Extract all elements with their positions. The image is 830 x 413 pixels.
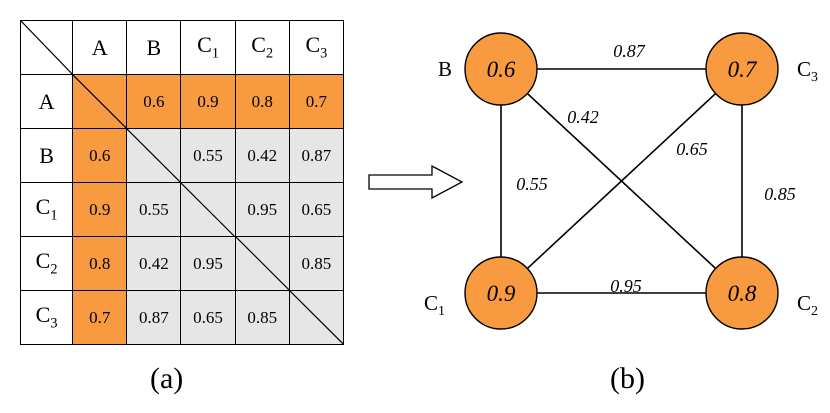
matrix-corner-cell [19,20,74,75]
matrix-cell: 0.6 [72,128,128,183]
matrix-cell: 0.55 [180,128,236,183]
column-header: C3 [288,20,345,75]
right-arrow-icon [368,165,464,199]
graph-node [705,32,779,106]
matrix-cell: 0.87 [288,128,345,183]
edge-weight-label: 0.85 [764,184,796,204]
matrix-cell: 0.85 [234,290,290,345]
matrix-cell: 0.55 [126,182,182,237]
node-value-label: 0.6 [487,57,516,82]
node-value-label: 0.8 [728,281,757,306]
graph-node [464,32,538,106]
diagonal-cell [288,290,345,345]
column-header: A [72,20,128,75]
matrix-cell: 0.7 [72,290,128,345]
caption-b: (b) [610,362,645,395]
matrix-cell: 0.9 [180,74,236,129]
row-header: B [19,128,74,183]
row-header: A [19,74,74,129]
matrix-cell: 0.8 [72,236,128,291]
similarity-graph: 0.87 0.42 0.65 0.55 0.85 0.95 0.6 B 0.7 C3 0.9 C1 0… [424,32,818,330]
graph-edge [500,68,743,294]
matrix-cell: 0.9 [72,182,128,237]
node-name-label: B [438,57,452,81]
row-header: C3 [19,290,74,345]
edge-weight-label: 0.55 [516,174,548,194]
edge-weight-label: 0.65 [676,139,708,159]
diagonal-cell [72,74,128,129]
matrix-cell: 0.6 [126,74,182,129]
matrix-cell: 0.65 [288,182,345,237]
node-name-label: C3 [797,57,818,85]
column-header: B [126,20,182,75]
caption-a: (a) [150,362,184,395]
matrix-cell: 0.85 [288,236,345,291]
column-header: C2 [234,20,290,75]
matrix-cell: 0.87 [126,290,182,345]
diagonal-cell [234,236,290,291]
matrix-cell: 0.8 [234,74,290,129]
graph-node [464,256,538,330]
matrix-cell: 0.42 [126,236,182,291]
row-header: C1 [19,182,74,237]
diagonal-cell [126,128,182,183]
matrix-cell: 0.65 [180,290,236,345]
edge-weight-label: 0.42 [567,107,599,127]
matrix-cell: 0.42 [234,128,290,183]
node-value-label: 0.9 [487,281,516,306]
edge-weight-label: 0.87 [613,41,646,61]
matrix-cell: 0.95 [180,236,236,291]
node-value-label: 0.7 [728,57,758,82]
row-header: C2 [19,236,74,291]
graph-node [705,256,779,330]
edge-weight-label: 0.95 [610,276,642,296]
node-name-label: C1 [424,291,445,319]
matrix-cell: 0.95 [234,182,290,237]
node-name-label: C2 [797,291,818,319]
column-header: C1 [180,20,236,75]
diagonal-cell [180,182,236,237]
matrix-cell: 0.7 [288,74,345,129]
